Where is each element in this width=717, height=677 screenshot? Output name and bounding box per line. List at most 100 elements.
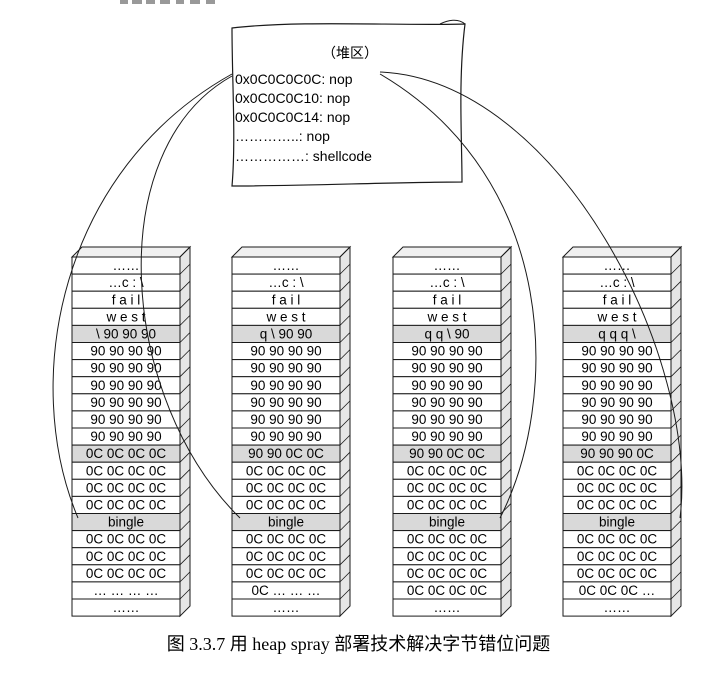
memory-cell-text: 0C 0C 0C 0C <box>407 549 488 564</box>
memory-cell-text: 0C 0C 0C 0C <box>246 532 327 547</box>
memory-cell-text: 90 90 90 90 <box>90 395 161 410</box>
memory-cell-text: 0C 0C 0C 0C <box>246 566 327 581</box>
side-divider <box>670 571 682 583</box>
side-divider <box>339 486 351 497</box>
side-divider <box>670 400 682 412</box>
memory-cell-text: w e s t <box>265 309 305 324</box>
column-side-face <box>500 245 512 618</box>
side-divider <box>179 588 191 600</box>
memory-cell-text: 90 90 90 90 <box>411 378 482 393</box>
side-divider <box>179 503 191 514</box>
side-divider <box>500 400 512 412</box>
side-divider <box>500 469 512 480</box>
memory-cell-text: 90 90 90 90 <box>581 429 652 444</box>
memory-cell-text: …c : \ <box>429 275 465 290</box>
memory-cell-text: w e s t <box>596 309 636 324</box>
memory-cell-text: 0C 0C 0C 0C <box>577 549 658 564</box>
memory-cell-text: 90 90 0C 0C <box>409 446 485 461</box>
memory-cell-text: bingle <box>599 515 635 530</box>
memory-cell-text: q \ 90 90 <box>260 327 313 342</box>
memory-cell-text: 90 90 90 90 <box>411 395 482 410</box>
heap-region-box: （堆区） 0x0C0C0C0C: nop 0x0C0C0C10: nop 0x0… <box>231 19 466 187</box>
memory-cell-text: w e s t <box>426 309 466 324</box>
memory-cell-text: 0C 0C 0C 0C <box>246 463 327 478</box>
figure-caption: 图 3.3.7 用 heap spray 部署技术解决字节错位问题 <box>166 634 551 654</box>
memory-cell-text: 90 90 90 90 <box>581 412 652 427</box>
memory-cell-text: 90 90 90 90 <box>581 378 652 393</box>
side-divider <box>670 332 682 343</box>
side-divider <box>339 280 351 292</box>
memory-cell-text: 90 90 90 90 <box>250 378 321 393</box>
side-divider <box>179 298 191 309</box>
memory-cell-text: 90 90 90 90 <box>411 429 482 444</box>
side-divider <box>670 383 682 395</box>
side-divider <box>670 263 682 275</box>
side-divider <box>179 263 191 275</box>
side-divider <box>500 417 512 429</box>
memory-cell-text: q q q \ <box>598 327 636 342</box>
side-divider <box>179 383 191 395</box>
side-divider <box>339 469 351 480</box>
memory-cell-text: 90 90 90 90 <box>581 344 652 359</box>
memory-cell-text: …… <box>604 258 631 273</box>
side-divider <box>179 434 191 446</box>
memory-cell-text: f a i l <box>272 292 301 307</box>
side-divider <box>670 537 682 548</box>
memory-cell-text: 90 90 90 90 <box>250 412 321 427</box>
side-divider <box>500 349 512 360</box>
side-divider <box>179 400 191 412</box>
side-divider <box>500 298 512 309</box>
side-divider <box>670 366 682 377</box>
memory-cell-text: 0C 0C 0C 0C <box>86 446 167 461</box>
side-divider <box>339 349 351 360</box>
column-top-face <box>230 246 352 258</box>
memory-cell-text: …… <box>434 258 461 273</box>
memory-cell-text: 0C 0C 0C 0C <box>577 532 658 547</box>
side-divider <box>179 571 191 583</box>
memory-cell-text: 90 90 90 90 <box>90 344 161 359</box>
memory-cell-text: 0C 0C 0C 0C <box>86 566 167 581</box>
memory-cell-text: 90 90 90 90 <box>90 412 161 427</box>
memory-cell-text: … … … … <box>93 583 158 598</box>
side-divider <box>339 383 351 395</box>
memory-cell-text: bingle <box>108 515 144 530</box>
memory-cell-text: 90 90 90 90 <box>250 344 321 359</box>
jump-arc <box>140 75 241 519</box>
memory-cell-text: 0C 0C 0C 0C <box>407 498 488 513</box>
memory-cell-text: 0C 0C 0C 0C <box>407 463 488 478</box>
memory-cell-text: 90 90 90 90 <box>250 429 321 444</box>
jump-arcs <box>52 71 683 519</box>
column-side-face <box>670 245 682 618</box>
side-divider <box>179 451 191 463</box>
memory-cell-text: …… <box>434 600 461 615</box>
memory-cell-text: 0C 0C 0C 0C <box>407 480 488 495</box>
side-divider <box>339 434 351 446</box>
memory-cell-text: 90 90 90 90 <box>250 395 321 410</box>
memory-cell-text: 90 90 90 90 <box>90 429 161 444</box>
side-divider <box>339 417 351 429</box>
memory-cell <box>71 598 181 617</box>
side-divider <box>670 315 682 326</box>
side-divider <box>670 588 682 600</box>
jump-arc <box>379 73 537 519</box>
memory-cell-text: 0C 0C 0C 0C <box>577 566 658 581</box>
memory-cell-text: 0C 0C 0C 0C <box>577 480 658 495</box>
side-divider <box>339 554 351 566</box>
side-divider <box>339 332 351 343</box>
column-side-face <box>179 245 191 618</box>
jump-arc <box>379 71 683 519</box>
side-divider <box>670 349 682 360</box>
memory-cell-text: f a i l <box>433 292 462 307</box>
memory-cell-text: …c : \ <box>108 275 144 290</box>
side-divider <box>670 486 682 497</box>
side-divider <box>339 571 351 583</box>
memory-cell-text: 90 90 90 0C <box>580 446 654 461</box>
memory-cell-text: 0C … … … <box>251 583 320 598</box>
side-divider <box>339 588 351 600</box>
memory-cell-text: 90 90 90 90 <box>90 361 161 376</box>
cropped-top-text-remnant <box>120 0 215 4</box>
